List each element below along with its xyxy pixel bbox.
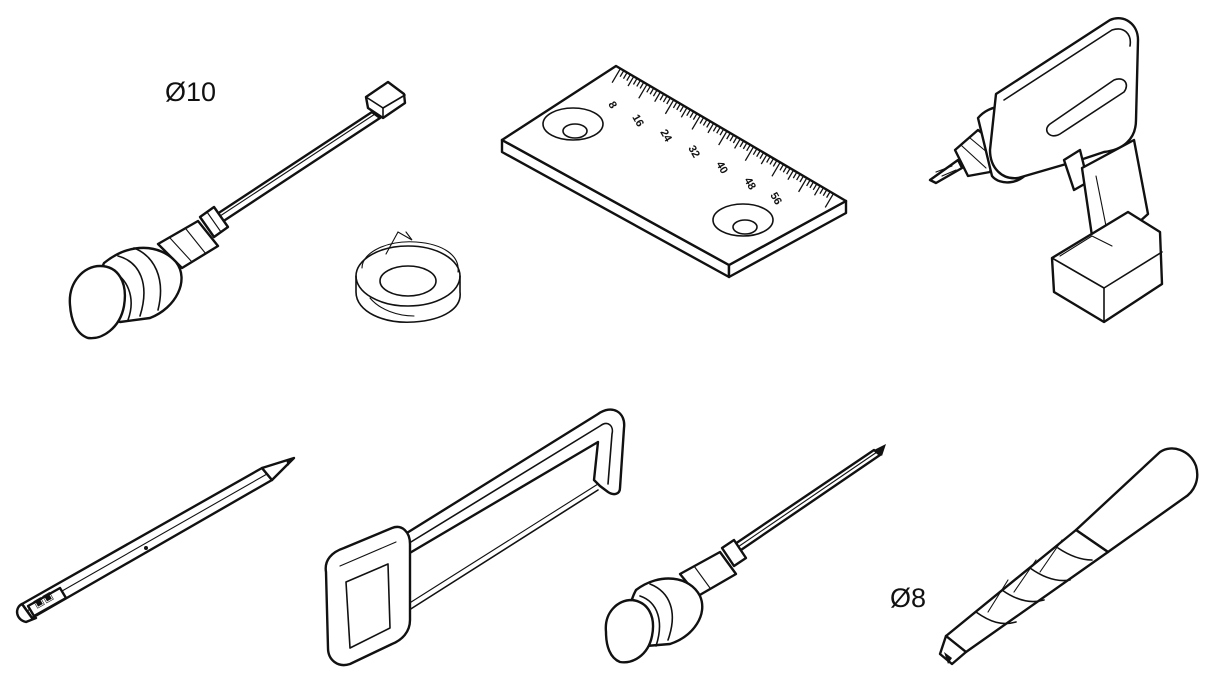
ruler-tick-mark [799,175,805,183]
ruler-tick-label: 32 [685,144,702,161]
ruler-tick-mark [626,74,631,81]
pencil-icon: ▣▣ [15,456,296,624]
ruler-tick-mark [798,177,808,193]
ruler-tick-mark [729,134,735,142]
ruler-tick-mark [742,142,748,150]
ruler-tick-mark [716,126,721,134]
ruler-tick-mark [734,138,741,149]
ruler-tick-mark [664,99,675,115]
ruler-tick-mark [806,179,811,187]
ruler-tick-mark [654,91,661,103]
ruler-tick-mark [649,87,655,95]
ruler-tick-label: 40 [713,160,730,177]
ruler-tick-mark [786,167,791,175]
ruler-scale-ticks [611,68,835,208]
ruler-tick-mark [686,109,691,117]
drill-bit-icon: Ø8 [890,447,1199,666]
hacksaw-icon [324,408,626,667]
ruler-tick-mark [744,146,755,162]
ruler-tick-mark [824,193,835,208]
ruler-tick-label: 8 [605,100,618,111]
ruler-tick-mark [692,113,698,120]
screwdriver-small-icon [604,444,886,664]
ruler-tick-mark [739,140,745,148]
ruler-tick-mark [782,165,788,173]
ruler-tick-mark [652,89,658,97]
tape-roll-icon [355,231,461,323]
ruler-tick-mark [746,144,751,152]
ruler-tick-label: 48 [741,176,758,193]
ruler-tick-mark [759,152,765,159]
ruler-tick-mark [672,101,678,109]
ruler-tick-mark [712,124,718,132]
ruler-tick-mark [809,181,815,189]
ruler-tick-mark [638,83,648,99]
ruler-tick-mark [632,78,638,85]
ruler-tick-mark [792,171,798,179]
ruler-tick-mark [666,97,671,105]
ruler-tick-label: 16 [629,113,646,130]
ruler-tick-mark [719,128,725,136]
ruler-tick-mark [813,185,821,196]
ruler-tick-mark [676,103,681,111]
ruler-tick-mark [639,81,645,89]
ruler-tick-mark [779,163,785,171]
screwdriver-large-icon: Ø10 [68,77,407,340]
ruler-tick-mark [771,161,781,177]
ruler-tick-mark [760,154,768,165]
ruler-tick-mark [691,115,701,130]
ruler-tick-mark [706,120,711,128]
ruler-tick-mark [766,156,771,163]
ruler-tick-mark [619,70,625,78]
ruler-tick-mark [611,68,621,84]
ruler-tick-mark [636,79,641,87]
ruler-tick-mark [662,95,668,103]
ruler-tick-mark [769,157,775,165]
ruler-tick-mark [646,85,651,93]
ruler-tick-mark [772,159,778,167]
ruler-tick-mark [718,130,728,146]
ruler-tick-mark [680,107,688,118]
ruler-tick-mark [819,187,825,195]
ruler-tick-mark [752,148,758,156]
ruler-tick-mark [787,169,795,181]
ruler-plate-icon: 8 16 24 32 40 48 56 [500,64,848,279]
ruler-tick-mark [689,111,695,118]
ruler-tick-mark [796,173,801,181]
ruler-tick-labels: 8 16 24 32 40 48 56 [605,100,784,208]
cordless-drill-icon [928,17,1164,324]
ruler-tick-mark [726,132,731,140]
ruler-tick-mark [659,93,665,101]
ruler-tick-mark [699,117,705,124]
ruler-tick-label: 56 [767,191,784,208]
ruler-tick-mark [622,72,628,79]
ruler-tick-mark [627,76,635,87]
ruler-tick-mark [707,122,715,134]
ruler-tick-mark [679,105,685,113]
ruler-tick-mark [812,183,818,191]
drill-bit-size-label: Ø8 [890,583,926,613]
ruler-tick-mark [822,189,828,196]
ruler-tick-mark [732,136,738,144]
ruler-tick-mark [826,191,831,198]
ruler-tick-mark [702,118,708,126]
ruler-tick-mark [756,150,761,157]
screwdriver-large-size-label: Ø10 [165,77,216,107]
